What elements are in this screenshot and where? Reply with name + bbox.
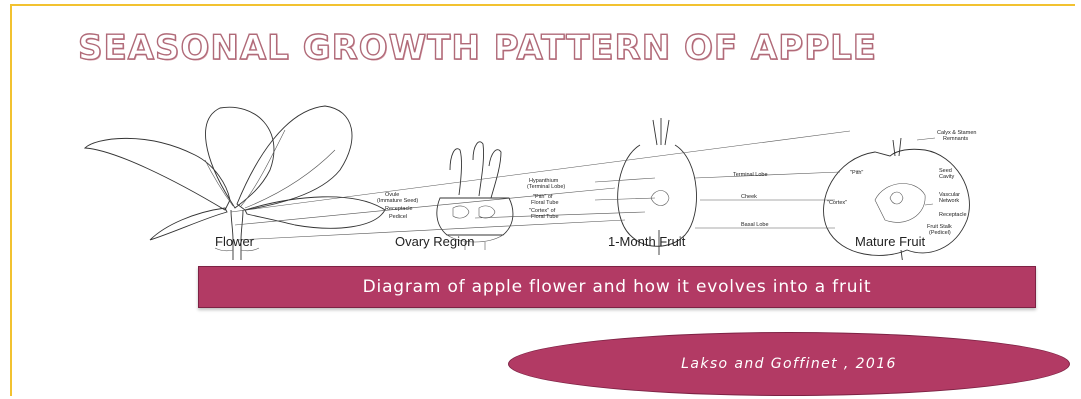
leader-lines: [230, 130, 936, 241]
label-hypanthium: Hypanthium: [529, 178, 559, 184]
slide-frame: [10, 4, 1075, 396]
citation-text: Lakso and Goffinet , 2016: [681, 356, 897, 372]
caption-text: Diagram of apple flower and how it evolv…: [362, 277, 872, 297]
caption-banner: Diagram of apple flower and how it evolv…: [198, 266, 1036, 308]
label-cortex: "Cortex": [827, 200, 847, 206]
label-cheek: Cheek: [741, 194, 757, 200]
label-remnants: Remnants: [943, 136, 968, 142]
mature-fruit-illustration: [823, 137, 970, 260]
label-fruit-stalk: Fruit Stalk: [927, 224, 952, 230]
label-cavity: Cavity: [939, 174, 955, 180]
label-network: Network: [939, 198, 959, 204]
label-pedicel: Pedicel: [389, 214, 407, 220]
label-floral-tube-1: Floral Tube: [531, 200, 559, 206]
flower-illustration: [83, 105, 386, 260]
label-pith-of: "Pith" of: [533, 194, 553, 200]
ovary-region-illustration: [436, 141, 514, 250]
label-ovule: Ovule: [385, 192, 399, 198]
stage-label-ovary-region: Ovary Region: [395, 234, 474, 249]
label-cortex-of: "Cortex" of: [529, 208, 556, 214]
label-receptacle: Receptacle: [385, 206, 413, 212]
stage-label-flower: Flower: [215, 234, 255, 249]
one-month-fruit-illustration: [617, 118, 697, 255]
label-immature-seed: (Immature Seed): [377, 198, 418, 204]
citation-oval: Lakso and Goffinet , 2016: [508, 332, 1070, 396]
label-calyx: Calyx & Stamen: [937, 130, 976, 136]
slide-title: SEASONAL GROWTH PATTERN OF APPLE: [77, 28, 878, 68]
label-seed: Seed: [939, 168, 952, 174]
label-basal-lobe: Basal Lobe: [741, 222, 769, 228]
label-vascular: Vascular: [939, 192, 960, 198]
label-pith: "Pith": [850, 170, 863, 176]
label-pedicel-paren: (Pedicel): [929, 230, 951, 236]
stage-label-mature-fruit: Mature Fruit: [855, 234, 925, 249]
label-floral-tube-2: Floral Tube: [531, 214, 559, 220]
label-terminal-lobe-paren: (Terminal Lobe): [527, 184, 565, 190]
label-receptacle-2: Receptacle: [939, 212, 967, 218]
apple-development-diagram: Ovule (Immature Seed) Receptacle Pedicel…: [83, 105, 976, 260]
label-terminal-lobe: Terminal Lobe: [733, 172, 768, 178]
stage-label-one-month-fruit: 1-Month Fruit: [608, 234, 686, 249]
